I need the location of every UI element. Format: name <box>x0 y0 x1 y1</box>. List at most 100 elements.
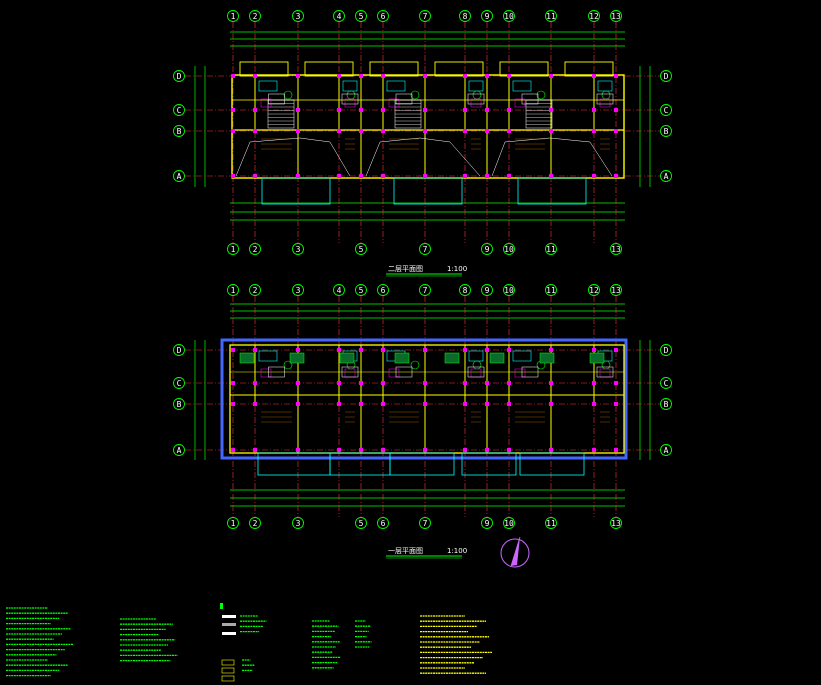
upper-axis-bubble-right-B: B <box>660 125 672 137</box>
lower-axis-bubble-bottom-11: 11 <box>545 517 557 529</box>
lower-axis-bubble-bottom-2-label: 2 <box>253 519 258 528</box>
lower-axis-bubble-top-13: 13 <box>610 284 622 296</box>
upper-axis-bubble-bottom-1: 1 <box>227 243 239 255</box>
lower-axis-bubble-top-9-label: 9 <box>485 286 490 295</box>
lower-axis-bubble-top-1: 1 <box>227 284 239 296</box>
upper-axis-bubble-top-5: 5 <box>355 10 367 22</box>
lower-axis-bubble-top-12-label: 12 <box>589 286 599 295</box>
lower-axis-lines <box>185 296 660 517</box>
lower-axis-bubble-bottom-2: 2 <box>249 517 261 529</box>
upper-axis-bubble-top-2-label: 2 <box>253 12 258 21</box>
upper-axis-bubble-bottom-9-label: 9 <box>485 245 490 254</box>
upper-axis-bubble-left-C: C <box>173 104 185 116</box>
upper-axis-bubble-bottom-11: 11 <box>545 243 557 255</box>
lower-axis-bubble-top-4-label: 4 <box>337 286 342 295</box>
lower-axis-bubble-right-A-label: A <box>664 446 669 455</box>
lower-axis-bubble-bottom-9: 9 <box>481 517 493 529</box>
north-arrow-icon <box>500 536 530 568</box>
lower-axis-bubble-left-C-label: C <box>177 379 182 388</box>
lower-right-axis-bubbles: D CB A <box>660 344 672 456</box>
upper-axis-bubble-right-A-label: A <box>664 172 669 181</box>
lower-dimension-lines <box>194 303 651 507</box>
lower-axis-bubble-left-D-label: D <box>177 346 182 355</box>
upper-axis-bubble-top-8: 8 <box>459 10 471 22</box>
lower-axis-bubble-top-7: 7 <box>419 284 431 296</box>
lower-axis-bubble-bottom-5: 5 <box>355 517 367 529</box>
lower-axis-bubble-top-5-label: 5 <box>359 286 364 295</box>
upper-axis-bubble-bottom-1-label: 1 <box>231 245 236 254</box>
upper-axis-bubble-top-9: 9 <box>481 10 493 22</box>
lower-axis-bubble-bottom-6: 6 <box>377 517 389 529</box>
upper-axis-bubble-bottom-9: 9 <box>481 243 493 255</box>
upper-axis-bubble-right-C-label: C <box>664 106 669 115</box>
upper-axis-bubble-left-C-label: C <box>177 106 182 115</box>
lower-axis-bubble-top-10: 10 <box>503 284 515 296</box>
upper-axis-bubble-top-6: 6 <box>377 10 389 22</box>
upper-axis-bubble-top-10-label: 10 <box>504 12 514 21</box>
lower-axis-bubble-left-A-label: A <box>177 446 182 455</box>
lower-axis-bubble-top-12: 12 <box>588 284 600 296</box>
lower-plan-title: 一层平面图 1:100 <box>386 547 467 559</box>
lower-axis-bubble-top-4: 4 <box>333 284 345 296</box>
lower-axis-bubble-top-13-label: 13 <box>611 286 621 295</box>
lower-axis-bubble-top-10-label: 10 <box>504 286 514 295</box>
upper-axis-bubble-left-A: A <box>173 170 185 182</box>
upper-axis-bubble-top-3-label: 3 <box>296 12 301 21</box>
lower-axis-bubble-top-11-label: 11 <box>546 286 556 295</box>
lower-axis-bubble-right-B: B <box>660 398 672 410</box>
upper-right-axis-bubbles: D C B A <box>660 70 672 182</box>
upper-axis-bubble-top-2: 2 <box>249 10 261 22</box>
upper-axis-bubble-bottom-3-label: 3 <box>296 245 301 254</box>
upper-axis-bubble-right-D: D <box>660 70 672 82</box>
upper-axis-bubble-top-8-label: 8 <box>463 12 468 21</box>
lower-axis-bubble-bottom-3: 3 <box>292 517 304 529</box>
upper-axis-bubble-bottom-7: 7 <box>419 243 431 255</box>
upper-axis-bubble-bottom-3: 3 <box>292 243 304 255</box>
upper-axis-bubble-right-C: C <box>660 104 672 116</box>
lower-axis-bubble-bottom-11-label: 11 <box>546 519 556 528</box>
lower-plan-title-text: 一层平面图 <box>388 547 423 555</box>
upper-axis-bubble-top-6-label: 6 <box>381 12 386 21</box>
upper-axis-bubble-top-1: 1 <box>227 10 239 22</box>
upper-axis-bubble-top-10: 10 <box>503 10 515 22</box>
lower-axis-bubble-bottom-13: 13 <box>610 517 622 529</box>
upper-axis-bubble-left-D: D <box>173 70 185 82</box>
upper-axis-bubble-bottom-10: 10 <box>503 243 515 255</box>
upper-axis-bubble-top-3: 3 <box>292 10 304 22</box>
lower-plan-scale-text: 1:100 <box>447 547 467 555</box>
upper-axis-bubble-top-12-label: 12 <box>589 12 599 21</box>
upper-axis-bubble-top-11-label: 11 <box>546 12 556 21</box>
lower-axis-bubble-bottom-1: 1 <box>227 517 239 529</box>
upper-axis-bubble-top-1-label: 1 <box>231 12 236 21</box>
lower-axis-bubble-top-2-label: 2 <box>253 286 258 295</box>
lower-axis-bubble-top-8: 8 <box>459 284 471 296</box>
lower-axis-bubble-right-C: C <box>660 377 672 389</box>
upper-axis-bubble-left-A-label: A <box>177 172 182 181</box>
lower-axis-bubble-left-A: A <box>173 444 185 456</box>
lower-axis-bubble-top-2: 2 <box>249 284 261 296</box>
upper-axis-bubble-bottom-13: 13 <box>610 243 622 255</box>
lower-axis-bubble-top-6: 6 <box>377 284 389 296</box>
lower-axis-bubble-right-D-label: D <box>664 346 669 355</box>
lower-axis-bubble-top-11: 11 <box>545 284 557 296</box>
lower-axis-bubble-top-7-label: 7 <box>423 286 428 295</box>
lower-axis-bubble-bottom-13-label: 13 <box>611 519 621 528</box>
lower-axis-bubble-bottom-10: 10 <box>503 517 515 529</box>
upper-axis-bubble-top-7-label: 7 <box>423 12 428 21</box>
lower-axis-bubble-right-A: A <box>660 444 672 456</box>
upper-axis-bubble-top-13: 13 <box>610 10 622 22</box>
lower-axis-bubble-bottom-7-label: 7 <box>423 519 428 528</box>
upper-axis-bubble-top-5-label: 5 <box>359 12 364 21</box>
lower-axis-bubble-left-D: D <box>173 344 185 356</box>
lower-axis-bubble-top-6-label: 6 <box>381 286 386 295</box>
upper-axis-bubble-bottom-7-label: 7 <box>423 245 428 254</box>
upper-axis-bubble-bottom-2: 2 <box>249 243 261 255</box>
upper-axis-bubble-top-11: 11 <box>545 10 557 22</box>
lower-axis-bubble-top-1-label: 1 <box>231 286 236 295</box>
